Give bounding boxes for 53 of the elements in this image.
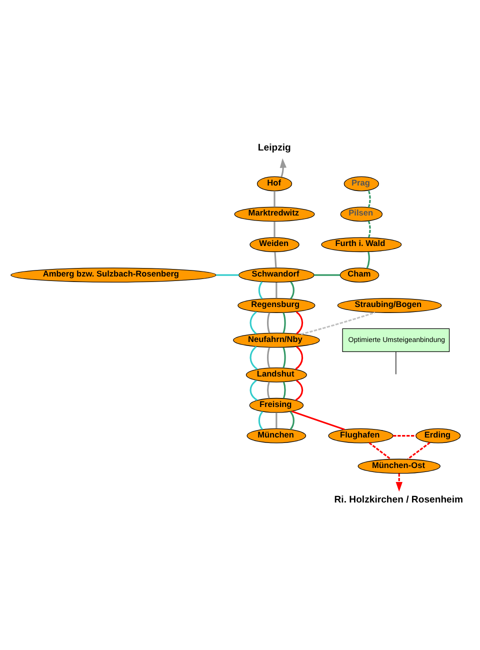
node-ellipse: Marktredwitz (234, 206, 315, 222)
node-ellipse: Freising (249, 398, 304, 413)
connector (250, 346, 258, 370)
node-ellipse: Erding (416, 428, 461, 444)
node-ellipse: Neufahrn/Nby (233, 332, 320, 348)
connector (300, 312, 376, 335)
node-text: Ri. Holzkirchen / Rosenheim (334, 494, 464, 506)
connector (274, 222, 276, 238)
connector (216, 274, 239, 276)
connector (393, 435, 416, 437)
node-ellipse: München-Ost (358, 458, 440, 474)
connector (250, 380, 258, 401)
connector (290, 411, 294, 430)
node-ellipse: Schwandorf (238, 268, 314, 282)
connector (407, 442, 430, 460)
node-text: Leipzig (258, 142, 291, 154)
connector (282, 312, 286, 334)
connector (290, 281, 294, 300)
node-ellipse: Landshut (246, 368, 307, 382)
connector (274, 252, 277, 268)
connector (282, 347, 286, 368)
connector (295, 346, 304, 370)
connector (276, 282, 278, 298)
connector (368, 220, 371, 238)
connector (276, 412, 278, 428)
connector (368, 190, 371, 208)
connector (258, 281, 263, 300)
node-ellipse: Hof (256, 176, 292, 192)
arrow (280, 158, 287, 178)
connector (258, 411, 264, 430)
node-ellipse: Straubing/Bogen (337, 298, 442, 313)
connector (267, 312, 270, 334)
connector (314, 274, 340, 276)
node-ellipse: Weiden (250, 237, 300, 252)
node-ellipse: Regensburg (238, 298, 316, 313)
node-ellipse: München (246, 428, 306, 444)
node-ellipse: Furth i. Wald (321, 237, 402, 252)
connector (292, 410, 345, 430)
connector (267, 382, 270, 399)
connector (296, 311, 304, 334)
node-ellipse: Amberg bzw. Sulzbach-Rosenberg (10, 268, 216, 282)
node-ellipse: Pilsen (340, 206, 383, 222)
node-ellipse: Flughafen (328, 428, 394, 444)
connector (368, 442, 392, 460)
node-ellipse: Prag (344, 176, 379, 192)
node-ellipse: Cham (340, 268, 380, 282)
connector (282, 382, 286, 399)
connector (274, 191, 276, 207)
connector (267, 347, 270, 368)
connector (366, 252, 370, 269)
connector (295, 380, 304, 401)
arrow (396, 473, 402, 492)
connector (250, 311, 257, 334)
